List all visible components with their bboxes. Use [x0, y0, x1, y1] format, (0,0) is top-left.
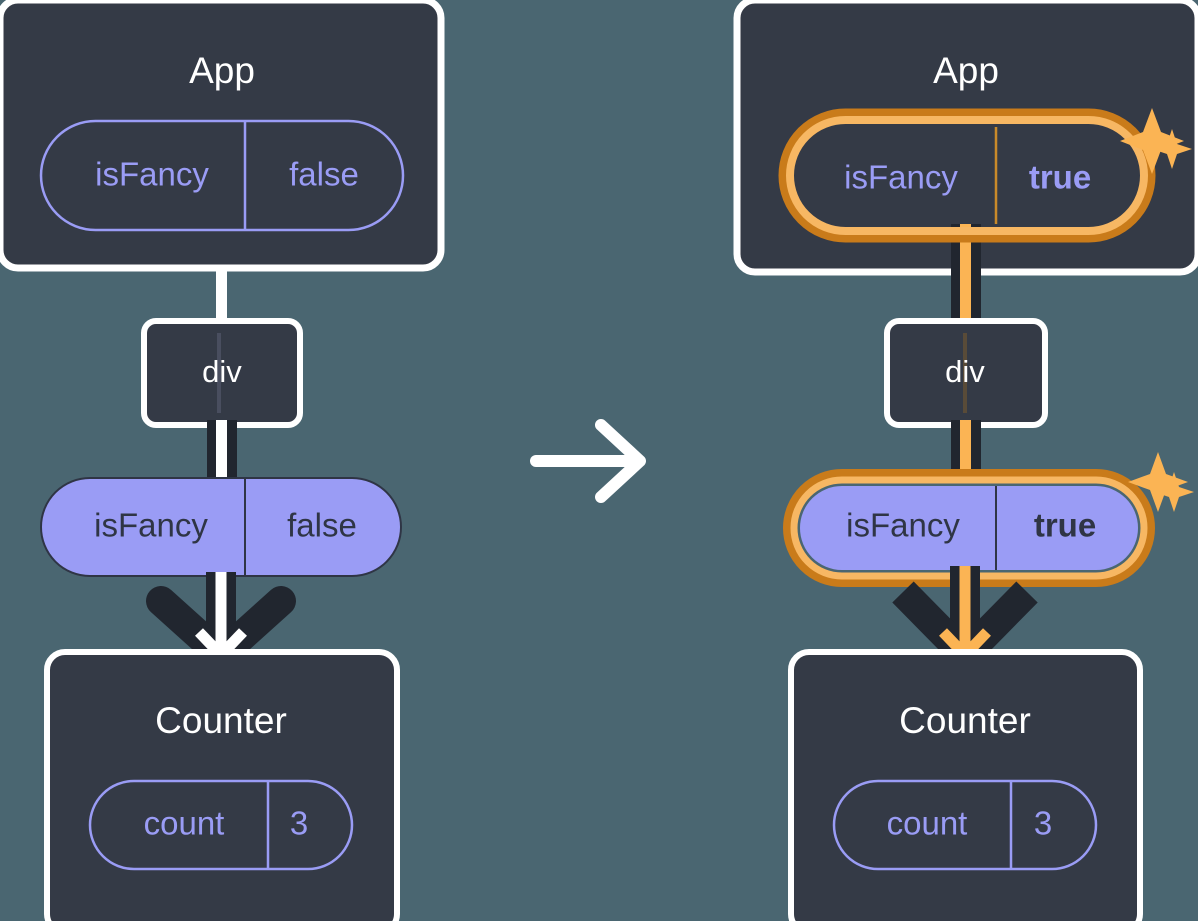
app-state-pill-shape-before [39, 119, 405, 232]
app-state-pill-key-before: isFancy [95, 156, 209, 193]
prop-pill-key-before: isFancy [94, 507, 208, 544]
counter-state-pill-shape-before [88, 779, 354, 871]
sparkle-icon-app-small [1152, 129, 1192, 169]
panel-after: App isFancy true [733, 0, 1198, 921]
counter-card-bg-after [788, 649, 1143, 921]
sparkle-icon-prop-large [1128, 452, 1188, 512]
counter-card-title-before: Counter [155, 700, 287, 741]
counter-card-before: Counter [44, 649, 400, 921]
app-state-pill-before: isFancy false [39, 119, 405, 232]
counter-state-pill-before: count 3 [88, 779, 354, 871]
div-card-label-before: div [202, 354, 242, 389]
sparkle-icon-prop-small [1154, 472, 1194, 512]
flow-light-div-to-pill-before [216, 420, 227, 482]
counter-state-pill-value-before: 3 [290, 805, 308, 842]
counter-state-pill-after: count 3 [832, 779, 1098, 871]
counter-card-after: Counter [788, 649, 1143, 921]
app-state-pill-value-after: true [1029, 159, 1091, 196]
div-card-before: div [141, 318, 303, 428]
app-state-pill-key-after: isFancy [844, 159, 958, 196]
prop-pill-shape-after [800, 486, 1138, 570]
app-card-before: App [0, 0, 445, 272]
counter-card-bg-before [44, 649, 400, 921]
prop-pill-before: isFancy false [40, 477, 402, 577]
app-card-title-after: App [933, 50, 999, 91]
app-state-pill-highlight-inner-after [786, 116, 1148, 235]
counter-card-title-after: Counter [899, 700, 1031, 741]
app-state-pill-after: isFancy true [778, 108, 1156, 243]
flow-accent-app-to-div-after-overlay [960, 215, 971, 327]
counter-state-pill-key-before: count [144, 805, 225, 842]
sparkle-icon-app-large [1120, 108, 1184, 174]
panel-before: App isFancy false div isFa [0, 0, 445, 921]
counter-state-pill-shape-after [832, 779, 1098, 871]
app-state-pill-value-before: false [289, 156, 359, 193]
div-card-after: div [884, 318, 1048, 428]
div-card-inner-line-after [963, 333, 967, 413]
app-state-pill-shape-after [797, 127, 1137, 224]
counter-state-pill-value-after: 3 [1034, 805, 1052, 842]
flow-arrow-light-before [195, 572, 247, 663]
prop-pill-key-after: isFancy [846, 507, 960, 544]
prop-pill-value-after: true [1034, 507, 1096, 544]
transition-arrow-icon [530, 419, 646, 503]
counter-state-pill-key-after: count [887, 805, 968, 842]
app-card-bg-before [0, 0, 445, 272]
app-card-title-before: App [189, 50, 255, 91]
flow-accent-div-to-pill-after [960, 420, 971, 482]
prop-pill-after: isFancy true [783, 469, 1155, 587]
div-card-label-after: div [945, 354, 985, 389]
prop-pill-value-before: false [287, 507, 357, 544]
connector-app-to-div-before [216, 262, 227, 324]
div-card-inner-line-before [217, 333, 221, 413]
